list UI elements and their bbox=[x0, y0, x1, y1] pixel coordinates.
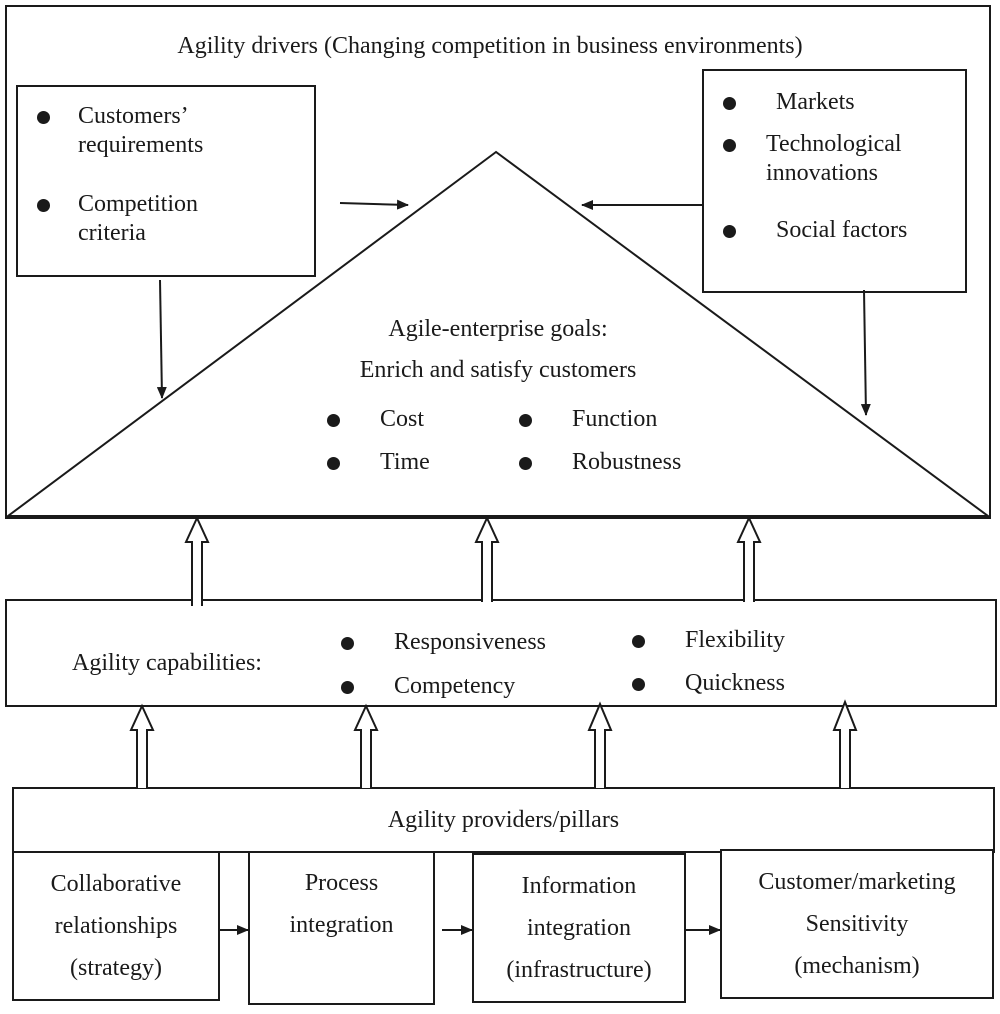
goals-subheading: Enrich and satisfy customers bbox=[359, 357, 637, 383]
hollow-arrow-cap-to-goals-2 bbox=[474, 515, 500, 602]
bullet-dot bbox=[327, 414, 340, 427]
capabilities-label: Agility capabilities: bbox=[72, 650, 262, 676]
goal-item-robustness: Robustness bbox=[519, 448, 681, 477]
hollow-arrow-prov-to-cap-4 bbox=[832, 699, 858, 788]
goal-item-time: Time bbox=[327, 448, 430, 477]
bullet-dot bbox=[327, 457, 340, 470]
bullet-dot bbox=[723, 97, 736, 110]
bullet-dot bbox=[519, 457, 532, 470]
goal-item-function: Function bbox=[519, 405, 657, 434]
bullet-dot bbox=[723, 225, 736, 238]
driver-item-customers-requirements: Customers’ requirements bbox=[37, 102, 203, 160]
drivers-title: Agility drivers (Changing competition in… bbox=[177, 33, 803, 59]
driver-item-line: Technological bbox=[766, 131, 902, 157]
hollow-arrow-cap-to-goals-3 bbox=[736, 515, 762, 602]
pillar-customer-marketing-sensitivity: Customer/marketing Sensitivity (mechanis… bbox=[721, 850, 993, 998]
pillar-line: Process bbox=[304, 870, 379, 896]
driver-item-line: innovations bbox=[766, 159, 878, 186]
pillar-line: Sensitivity bbox=[805, 911, 909, 937]
capabilities-box bbox=[5, 599, 997, 707]
pillar-information-integration: Information integration (infrastructure) bbox=[473, 854, 685, 1002]
driver-item-social-factors: Social factors bbox=[723, 216, 907, 245]
drivers-frame bbox=[5, 5, 991, 519]
driver-item-line: Customers’ bbox=[78, 103, 189, 129]
bullet-dot bbox=[723, 139, 736, 152]
hollow-arrow-prov-to-cap-1 bbox=[129, 703, 155, 788]
driver-item-line: criteria bbox=[78, 219, 146, 246]
bullet-dot bbox=[519, 414, 532, 427]
driver-item-line: requirements bbox=[78, 131, 204, 158]
hollow-arrow-prov-to-cap-3 bbox=[587, 701, 613, 788]
hollow-arrow-prov-to-cap-2 bbox=[353, 703, 379, 788]
pillar-line: Customer/marketing bbox=[758, 869, 956, 895]
driver-item-markets: Markets bbox=[723, 88, 855, 117]
driver-item-line: Competition bbox=[78, 191, 198, 217]
driver-item-line: Markets bbox=[776, 89, 855, 115]
pillar-line: relationships bbox=[54, 913, 178, 939]
providers-title-box bbox=[12, 787, 995, 853]
pillar-line: (infrastructure) bbox=[506, 957, 652, 983]
bullet-dot bbox=[341, 637, 354, 650]
pillar-line: Collaborative bbox=[50, 871, 182, 897]
goals-heading: Agile-enterprise goals: bbox=[388, 316, 608, 342]
driver-item-technological-innovations: Technological innovations bbox=[723, 130, 902, 188]
bullet-dot bbox=[341, 681, 354, 694]
arrow-left-box-to-apex bbox=[339, 199, 409, 210]
pillar-line: integration bbox=[527, 915, 631, 941]
bullet-dot bbox=[37, 111, 50, 124]
capability-item-competency: Competency bbox=[341, 672, 515, 701]
bullet-dot bbox=[632, 678, 645, 691]
pillar-line: Information bbox=[521, 873, 637, 899]
bullet-dot bbox=[632, 635, 645, 648]
pillar-box-4 bbox=[720, 849, 994, 999]
bullet-dot bbox=[37, 199, 50, 212]
providers-title: Agility providers/pillars bbox=[387, 807, 620, 833]
goals-triangle bbox=[4, 150, 992, 517]
capability-item-flexibility: Flexibility bbox=[632, 626, 785, 655]
capability-item-quickness: Quickness bbox=[632, 669, 785, 698]
pillar-collaborative-relationships: Collaborative relationships (strategy) bbox=[13, 852, 219, 1000]
pillar-line: integration bbox=[289, 912, 394, 938]
pillar-line: (strategy) bbox=[70, 955, 162, 981]
arrow-right-box-down bbox=[860, 289, 871, 416]
hollow-arrow-cap-to-goals-1 bbox=[184, 515, 210, 606]
pillar-process-integration: Process integration bbox=[249, 852, 434, 956]
pillar-box-2 bbox=[248, 851, 435, 1005]
goal-item-cost: Cost bbox=[327, 405, 424, 434]
driver-item-line: Social factors bbox=[776, 217, 908, 243]
arrow-left-box-down bbox=[156, 279, 167, 399]
pillar-box-3 bbox=[472, 853, 686, 1003]
drivers-left-box bbox=[16, 85, 316, 277]
drivers-right-box bbox=[702, 69, 967, 293]
pillar-box-1 bbox=[12, 851, 220, 1001]
pillar-line: (mechanism) bbox=[794, 953, 920, 979]
capability-item-responsiveness: Responsiveness bbox=[341, 628, 546, 657]
driver-item-competition-criteria: Competition criteria bbox=[37, 190, 198, 248]
